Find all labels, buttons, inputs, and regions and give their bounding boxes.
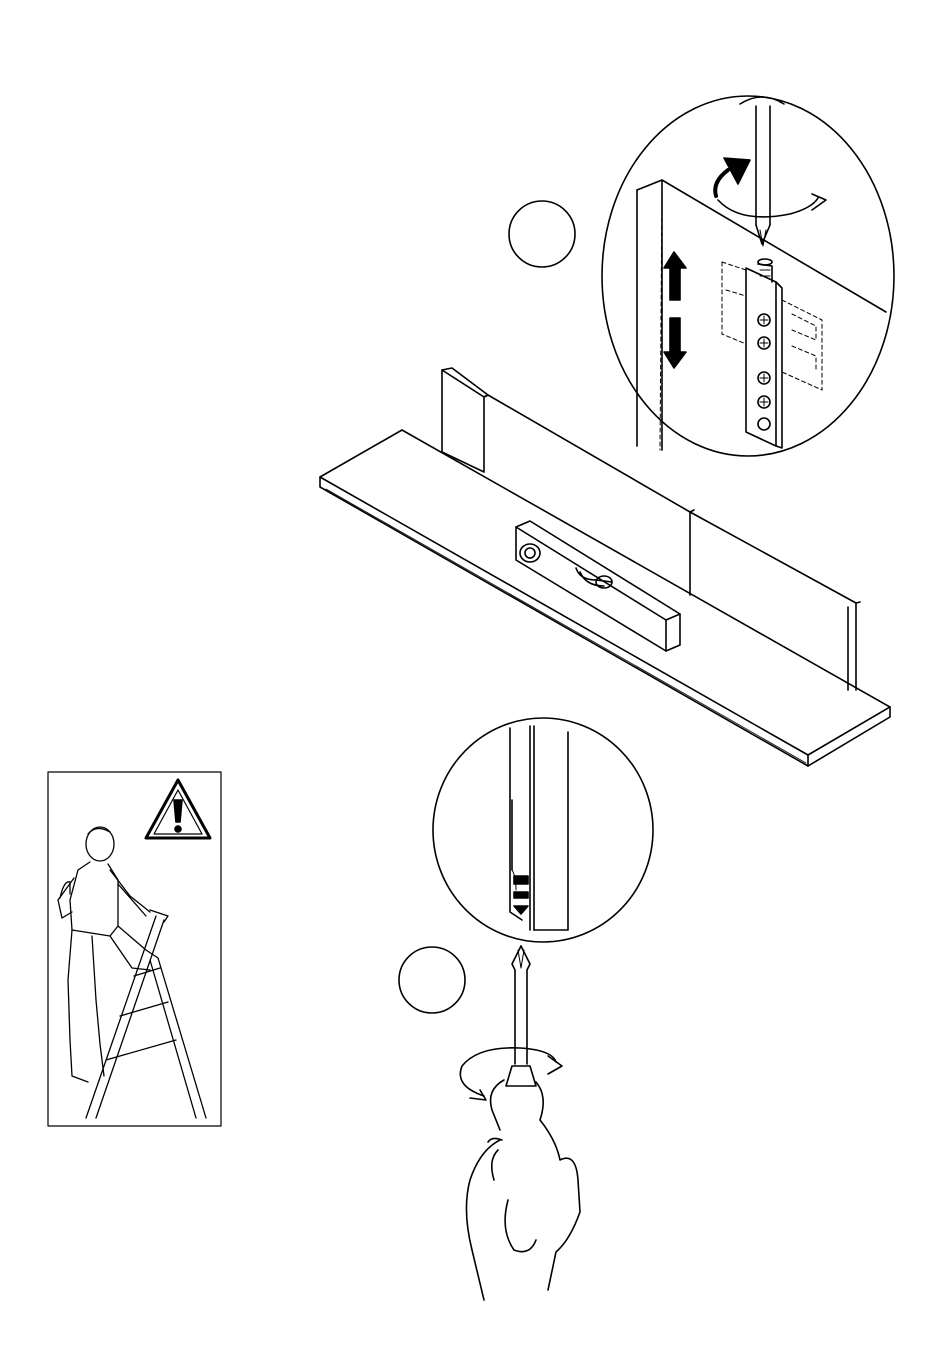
warning-triangle-icon [146,780,210,838]
screwdriver-icon [506,946,536,1086]
up-down-arrow-icon [664,252,686,368]
bracket-detail-circle [602,96,894,456]
screwdriver-icon [740,97,784,246]
screw-detail-callout [399,718,653,1013]
callout-circle-small-2 [399,947,465,1013]
rotation-arrow-icon [460,1048,562,1100]
screwdriver-with-hand [460,946,580,1300]
bracket-detail-callout [509,96,894,456]
hanging-bracket [722,259,822,448]
screw-detail-circle [433,718,653,942]
ladder-safety-warning [48,772,221,1126]
callout-circle-small [509,201,575,267]
person-on-ladder-icon [58,827,206,1118]
hand-icon [466,1080,580,1300]
